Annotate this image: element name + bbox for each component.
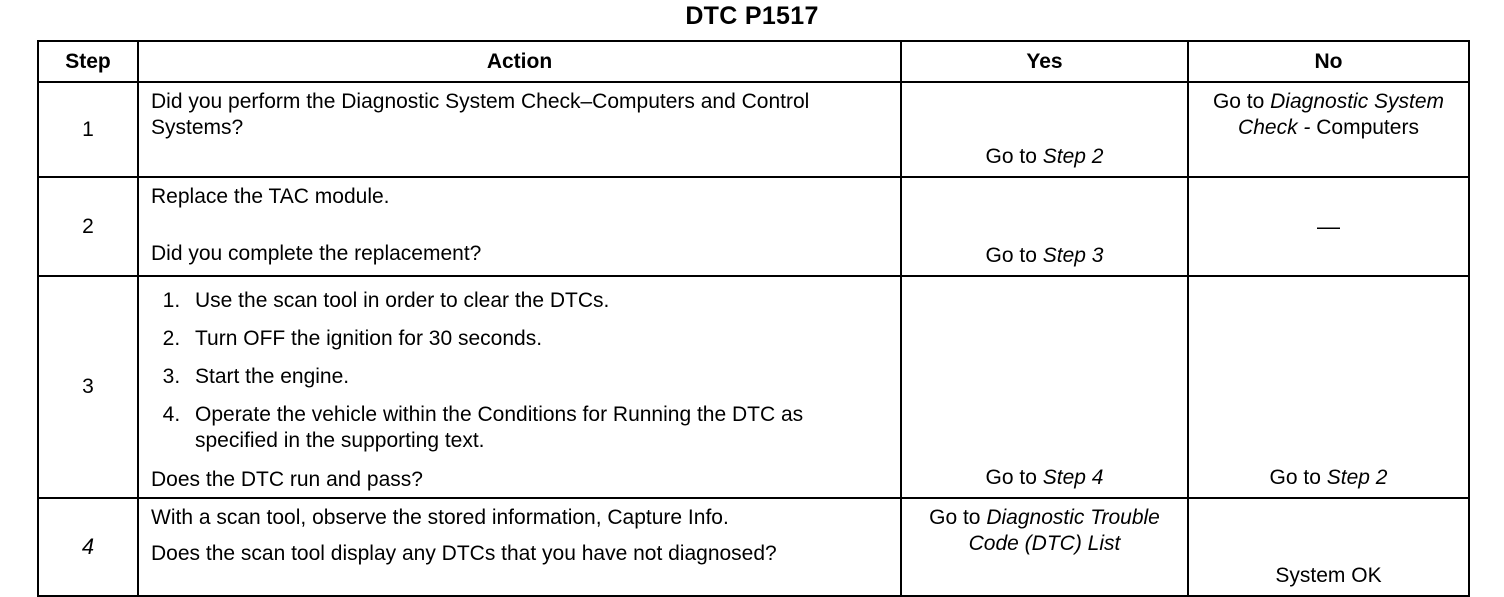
yes-cell: Go to Step 2 xyxy=(900,81,1189,178)
step-number: 1 xyxy=(82,117,94,141)
list-item: Operate the vehicle within the Condition… xyxy=(186,402,890,454)
action-cell: Replace the TAC module. Did you complete… xyxy=(137,176,902,277)
action-cell: Use the scan tool in order to clear the … xyxy=(137,275,902,499)
action-question: Does the DTC run and pass? xyxy=(151,468,423,492)
no-cell: System OK xyxy=(1187,496,1470,597)
column-header-no: No xyxy=(1187,40,1470,83)
yes-cell: Go to Diagnostic Trouble Code (DTC) List xyxy=(900,496,1189,597)
yes-prefix: Go to xyxy=(985,466,1043,490)
list-item: Start the engine. xyxy=(186,364,890,390)
yes-prefix: Go to xyxy=(985,145,1043,169)
step-number: 3 xyxy=(82,374,94,398)
yes-emphasis: Step 3 xyxy=(1042,244,1104,268)
no-cell: Go to Step 2 xyxy=(1187,275,1470,499)
no-suffix: Computers xyxy=(1310,115,1419,139)
step-number: 2 xyxy=(82,214,94,238)
table-row: 4 With a scan tool, observe the stored i… xyxy=(37,496,1470,597)
no-emphasis: Step 2 xyxy=(1326,466,1388,490)
no-prefix: Go to xyxy=(1212,90,1271,113)
list-item: Use the scan tool in order to clear the … xyxy=(186,288,890,314)
action-cell: Did you perform the Diagnostic System Ch… xyxy=(137,81,902,178)
yes-cell: Go to Step 3 xyxy=(900,176,1189,277)
column-header-yes: Yes xyxy=(900,40,1189,83)
yes-emphasis: Step 2 xyxy=(1042,145,1104,169)
list-item: Turn OFF the ignition for 30 seconds. xyxy=(186,326,890,352)
yes-cell: Go to Step 4 xyxy=(900,275,1189,499)
yes-emphasis: Diagnostic Trouble Code (DTC) List xyxy=(968,505,1160,555)
action-question: Did you complete the replacement? xyxy=(151,241,482,265)
no-emphasis: Diagnostic System Check - xyxy=(1238,90,1445,139)
table-row: 2 Replace the TAC module. Did you comple… xyxy=(37,176,1470,277)
action-question: Does the scan tool display any DTCs that… xyxy=(151,541,777,565)
yes-prefix: Go to xyxy=(929,505,987,529)
table-row: 3 Use the scan tool in order to clear th… xyxy=(37,275,1470,499)
yes-prefix: Go to xyxy=(985,244,1043,268)
no-cell: Go to Diagnostic System Check - Computer… xyxy=(1187,81,1470,178)
action-text: With a scan tool, observe the stored inf… xyxy=(151,505,729,529)
action-cell: With a scan tool, observe the stored inf… xyxy=(137,496,902,597)
step-number-cell: 3 xyxy=(37,275,139,499)
no-prefix: Go to xyxy=(1269,466,1327,490)
table-row: 1 Did you perform the Diagnostic System … xyxy=(37,81,1470,178)
table-header-row: Step Action Yes No xyxy=(37,40,1470,83)
no-dash: — xyxy=(1317,213,1340,239)
diagnostic-table: Step Action Yes No 1 Did you perform the… xyxy=(37,40,1470,597)
no-cell: — xyxy=(1187,176,1470,277)
step-number-cell: 2 xyxy=(37,176,139,277)
step-number-cell: 1 xyxy=(37,81,139,178)
yes-emphasis: Step 4 xyxy=(1042,466,1104,490)
action-step-list: Use the scan tool in order to clear the … xyxy=(151,288,890,454)
column-header-action: Action xyxy=(137,40,902,83)
no-suffix: System OK xyxy=(1275,564,1382,588)
column-header-step: Step xyxy=(37,40,139,83)
action-text: Replace the TAC module. xyxy=(151,185,390,208)
step-number-cell: 4 xyxy=(37,496,139,597)
page-title: DTC P1517 xyxy=(685,2,819,30)
action-text: Did you perform the Diagnostic System Ch… xyxy=(151,90,810,139)
step-number: 4 xyxy=(81,533,95,559)
